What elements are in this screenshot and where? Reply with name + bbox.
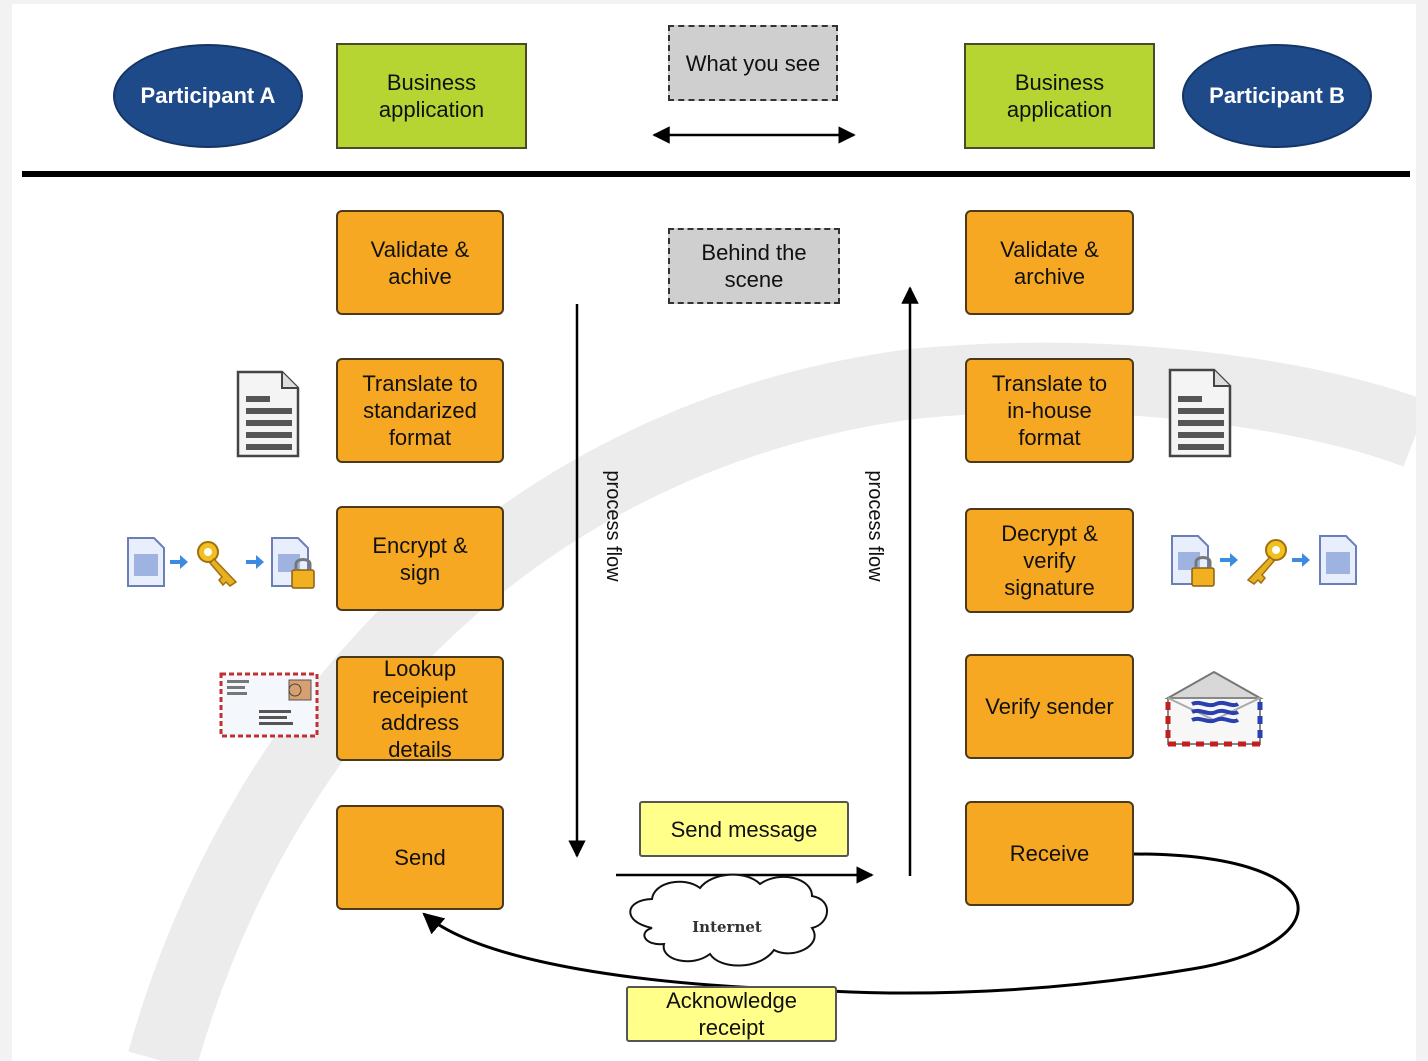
step-translate-inhouse: Translate to in-house format <box>965 358 1134 463</box>
diagram-canvas: Participant A Business application What … <box>12 4 1416 1061</box>
document-icon <box>1168 368 1232 458</box>
internet-cloud <box>629 873 828 967</box>
send-message-box: Send message <box>639 801 849 857</box>
step-decrypt-verify: Decrypt & verify signature <box>965 508 1134 613</box>
step-lookup-recipient: Lookup receipient address details <box>336 656 504 762</box>
step-encrypt-sign: Encrypt & sign <box>336 506 504 611</box>
connectors-layer <box>22 126 1416 1061</box>
airmail-envelope-icon <box>1164 670 1264 747</box>
decrypt-key-icon <box>1171 535 1357 587</box>
step-translate-standardized: Translate to standarized format <box>336 358 504 463</box>
participant-a-ellipse: Participant A <box>113 44 303 148</box>
background-swoosh <box>128 342 1416 1061</box>
step-verify-sender: Verify sender <box>965 654 1134 759</box>
participant-b-ellipse: Participant B <box>1182 44 1372 148</box>
process-flow-label-left: process flow <box>602 470 624 582</box>
address-envelope-icon <box>219 672 319 738</box>
process-flow-label-right: process flow <box>864 470 886 582</box>
business-application-a: Business application <box>336 43 527 149</box>
acknowledge-receipt-box: Acknowledge receipt <box>626 986 837 1042</box>
step-send: Send <box>336 805 504 910</box>
document-icon <box>236 370 300 458</box>
internet-label: Internet <box>692 918 762 936</box>
step-validate-archive-a: Validate & achive <box>336 210 504 315</box>
what-you-see-box: What you see <box>668 25 838 101</box>
step-receive: Receive <box>965 801 1134 906</box>
encrypt-key-icon <box>127 537 315 589</box>
behind-the-scene-box: Behind the scene <box>668 228 840 304</box>
acknowledge-loop <box>422 852 1300 995</box>
step-validate-archive-b: Validate & archive <box>965 210 1134 315</box>
business-application-b: Business application <box>964 43 1155 149</box>
